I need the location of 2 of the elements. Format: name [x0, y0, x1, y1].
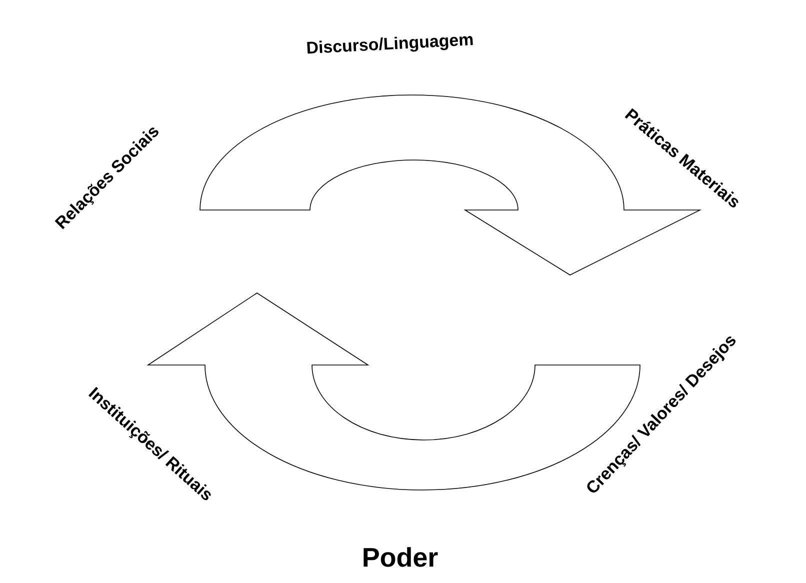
cycle-label: Poder: [364, 547, 438, 567]
cycle-label: Discurso/Linguagem: [307, 36, 473, 54]
